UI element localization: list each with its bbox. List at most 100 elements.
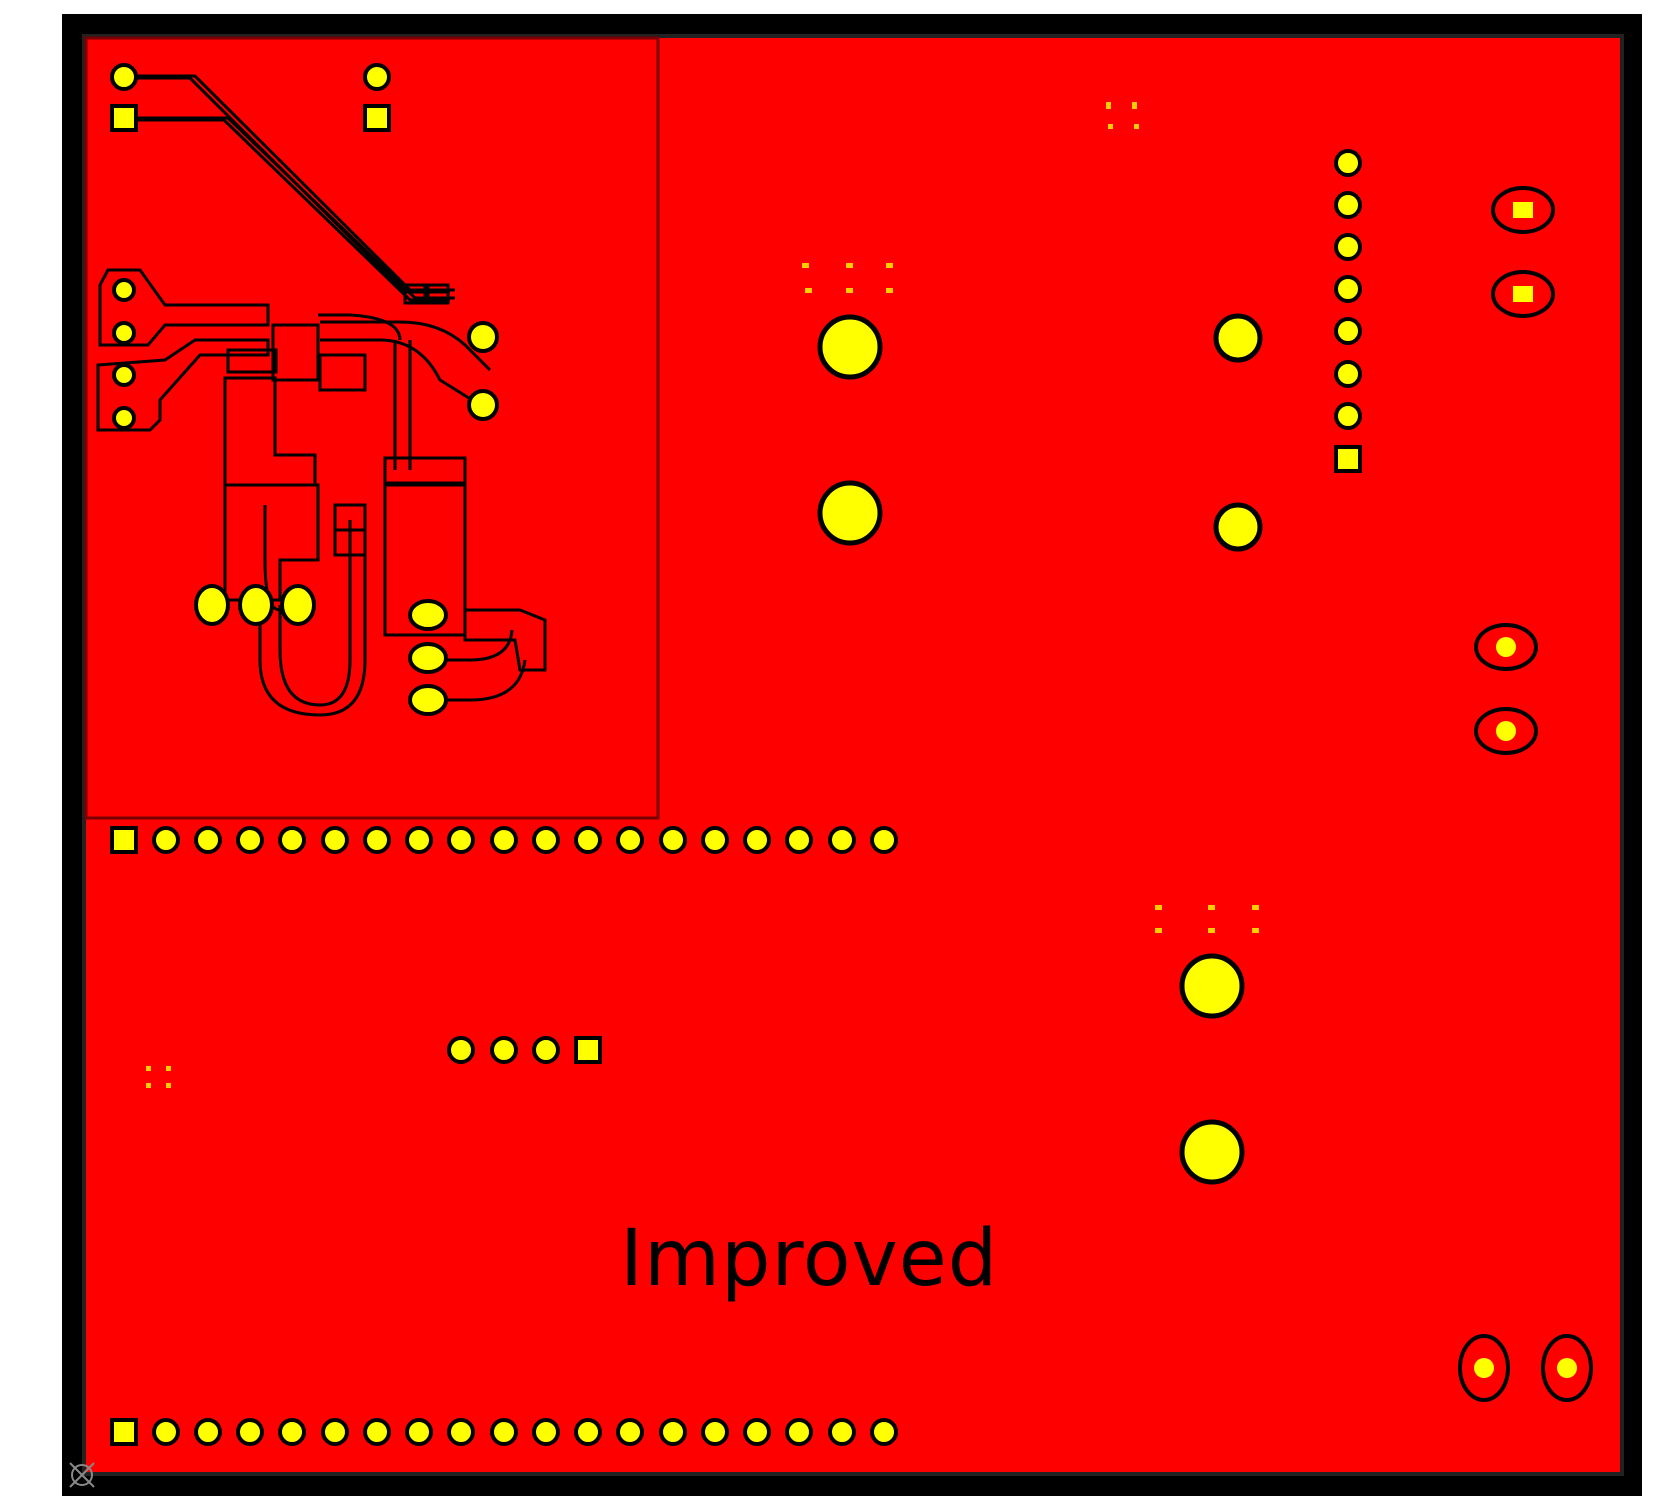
trace xyxy=(124,74,455,292)
oval-pad xyxy=(1458,1334,1510,1402)
pad xyxy=(817,480,883,546)
copper-shape xyxy=(403,283,427,305)
pad xyxy=(194,584,230,626)
pad xyxy=(152,1418,180,1446)
pad xyxy=(363,1418,391,1446)
pad xyxy=(1179,1119,1245,1185)
pad xyxy=(278,1418,306,1446)
pad xyxy=(408,599,448,631)
smd-pad xyxy=(1208,928,1215,933)
pad xyxy=(870,826,898,854)
smd-pad xyxy=(1132,102,1137,109)
pad xyxy=(828,826,856,854)
smd-pad xyxy=(1252,928,1259,933)
pad xyxy=(321,826,349,854)
smd-pad xyxy=(1208,905,1215,910)
pad xyxy=(785,826,813,854)
trace xyxy=(278,520,352,707)
smd-dots xyxy=(146,102,1259,1088)
trace xyxy=(430,629,514,662)
trace xyxy=(124,116,455,300)
copper-pour xyxy=(86,38,1620,1472)
pad xyxy=(659,826,687,854)
smd-pad xyxy=(146,1066,151,1071)
pad xyxy=(1334,317,1362,345)
pad xyxy=(405,826,433,854)
smd-pad xyxy=(1155,905,1162,910)
smd-pad xyxy=(166,1083,171,1088)
oval-pad xyxy=(1474,707,1538,755)
trace xyxy=(258,520,367,717)
board-caption: Improved xyxy=(620,1214,999,1304)
large-pads xyxy=(817,313,1263,1185)
pad xyxy=(112,321,136,345)
copper-shape xyxy=(226,348,278,374)
pad xyxy=(467,389,499,421)
trace xyxy=(320,320,492,372)
pad xyxy=(1334,233,1362,261)
smd-pad xyxy=(1252,905,1259,910)
pad xyxy=(112,278,136,302)
pad xyxy=(701,1418,729,1446)
oval-pad xyxy=(1474,623,1538,671)
pad xyxy=(321,1418,349,1446)
pad xyxy=(659,1418,687,1446)
pad xyxy=(616,826,644,854)
pad xyxy=(743,826,771,854)
copper-shape xyxy=(271,323,320,382)
pad xyxy=(1334,445,1362,473)
pad xyxy=(490,1418,518,1446)
smd-pad xyxy=(1134,124,1139,129)
origin-crosshair-icon xyxy=(69,1462,95,1488)
pad xyxy=(532,826,560,854)
pad xyxy=(405,1418,433,1446)
smd-pad xyxy=(846,288,853,293)
pad xyxy=(194,826,222,854)
pad xyxy=(112,363,136,387)
pad xyxy=(1213,502,1263,552)
pad xyxy=(363,63,391,91)
pad xyxy=(532,1418,560,1446)
pad xyxy=(785,1418,813,1446)
pad xyxy=(743,1418,771,1446)
pad xyxy=(1334,275,1362,303)
pad xyxy=(278,826,306,854)
copper-shape xyxy=(383,483,467,637)
copper-shape xyxy=(463,608,547,672)
copper-shape xyxy=(383,456,467,485)
copper-shape xyxy=(318,313,402,341)
pad xyxy=(817,314,883,380)
pad xyxy=(467,321,499,353)
pad xyxy=(110,826,138,854)
smd-pad xyxy=(886,288,893,293)
pad xyxy=(701,826,729,854)
pad xyxy=(1334,402,1362,430)
pad xyxy=(490,1036,518,1064)
copper-shape xyxy=(333,528,367,557)
oval-pad xyxy=(1541,1334,1593,1402)
pad xyxy=(1334,360,1362,388)
pad xyxy=(828,1418,856,1446)
oval-pad xyxy=(1491,270,1555,318)
oval-pad xyxy=(1491,186,1555,234)
smd-pad xyxy=(1108,124,1113,129)
pad xyxy=(152,826,180,854)
pad xyxy=(236,826,264,854)
pad xyxy=(1179,953,1245,1019)
pad xyxy=(870,1418,898,1446)
pad xyxy=(110,104,138,132)
pad xyxy=(280,584,316,626)
pad xyxy=(238,584,274,626)
smd-pad xyxy=(146,1083,151,1088)
trace-group xyxy=(124,74,527,717)
pad xyxy=(1334,191,1362,219)
pad xyxy=(1334,149,1362,177)
smd-pad xyxy=(1106,102,1111,109)
oval-pads xyxy=(1458,186,1593,1402)
header-8pin xyxy=(1334,149,1362,473)
trace xyxy=(124,118,450,302)
smd-pad xyxy=(846,263,853,268)
smd-pad xyxy=(886,263,893,268)
pad xyxy=(490,826,518,854)
